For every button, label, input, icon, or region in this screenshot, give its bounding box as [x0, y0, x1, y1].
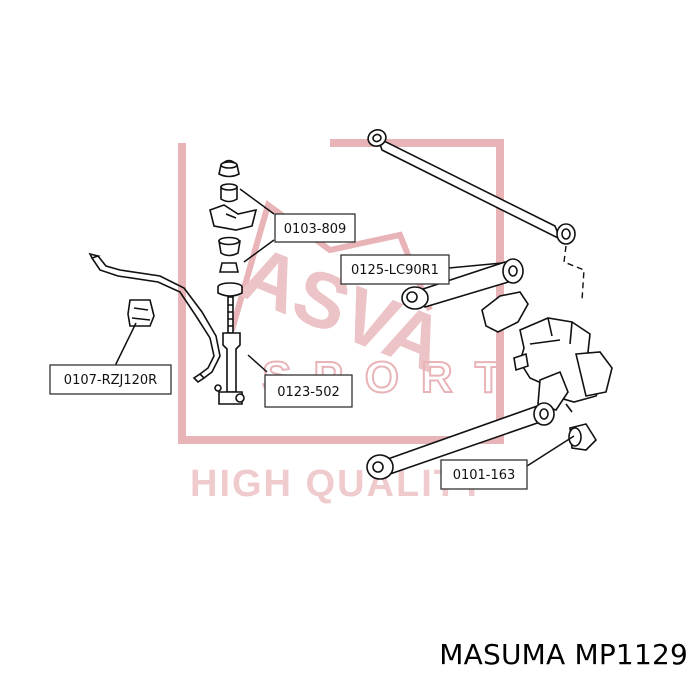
callout-label: 0123-502 — [277, 385, 340, 400]
callout-label: 0107-RZJ120R — [64, 373, 157, 388]
stabilizer-link-assembly — [209, 159, 258, 405]
callout-box — [49, 364, 172, 395]
callout-box — [440, 459, 528, 490]
lower-arm-bush-left-hole — [372, 461, 384, 473]
axle-carrier — [481, 291, 613, 413]
top-bushing-face — [220, 161, 238, 169]
watermark-frame — [178, 139, 504, 444]
upper-long-arm-bush-left-hole — [372, 133, 382, 143]
leader-lines — [113, 188, 575, 467]
watermark-tagline: HIGH QUALITY — [190, 463, 486, 505]
callout-0101-163: 0101-163 — [440, 459, 528, 490]
lower-nut — [219, 262, 239, 273]
callout-box — [340, 254, 450, 285]
upper-short-arm-bush-right-hole — [508, 265, 518, 277]
leader-c4 — [247, 354, 268, 373]
callout-label: 0125-LC90R1 — [351, 263, 439, 278]
leader-c1 — [239, 188, 275, 215]
upper-long-arm-bush-right-hole — [561, 228, 571, 240]
lower-washer-body — [217, 287, 243, 297]
leader-c3 — [113, 322, 137, 369]
link-eye — [218, 391, 243, 405]
callout-box — [274, 213, 356, 243]
stabilizer-bar — [88, 252, 222, 392]
carrier-housing — [575, 351, 613, 397]
stab-bar-bushing-slot — [131, 307, 151, 321]
leader-c1b — [243, 239, 275, 263]
carrier-upper-bracket — [481, 291, 529, 333]
middle-bushing-face — [218, 236, 240, 246]
carrier-stud — [513, 352, 529, 372]
carrier-lower — [537, 370, 569, 411]
lower-arm — [366, 402, 598, 480]
callout-box — [264, 374, 353, 408]
leader-c5 — [526, 435, 575, 467]
product-code: MASUMA MP1129 — [439, 638, 688, 671]
callout-0125-LC90R1: 0125-LC90R1 — [340, 254, 450, 285]
stab-bar-end — [192, 372, 206, 384]
callout-0107-RZJ120R: 0107-RZJ120R — [49, 364, 172, 395]
upper-bushing-face — [220, 183, 238, 191]
callout-0103-809: 0103-809 — [274, 213, 356, 243]
link-rod — [227, 296, 234, 334]
callout-label: 0103-809 — [284, 222, 347, 237]
bracket-hole — [225, 213, 237, 219]
upper-short-arm — [401, 258, 524, 310]
callout-label: 0101-163 — [453, 468, 516, 483]
carrier-details — [529, 317, 573, 413]
link-eye-hole — [235, 393, 245, 403]
stab-bar-bushing — [127, 299, 155, 327]
upper-long-arm-rod — [376, 136, 562, 241]
upper-long-arm — [367, 129, 576, 245]
stab-bar-tip — [88, 252, 101, 259]
stab-bar-outer — [91, 257, 215, 375]
callout-0123-502: 0123-502 — [264, 374, 353, 408]
upper-short-arm-bush-left-hole — [406, 291, 418, 303]
upper-bushing — [220, 186, 238, 203]
link-body — [222, 332, 241, 393]
stab-bar-inner — [97, 255, 221, 379]
stab-bar-bolt — [214, 384, 222, 392]
leader-c2 — [448, 262, 503, 269]
dashed-connector — [563, 245, 585, 301]
rod-thread — [228, 304, 233, 327]
loose-bushing-face — [568, 427, 582, 447]
lower-arm-bush-right-hole — [539, 408, 549, 420]
